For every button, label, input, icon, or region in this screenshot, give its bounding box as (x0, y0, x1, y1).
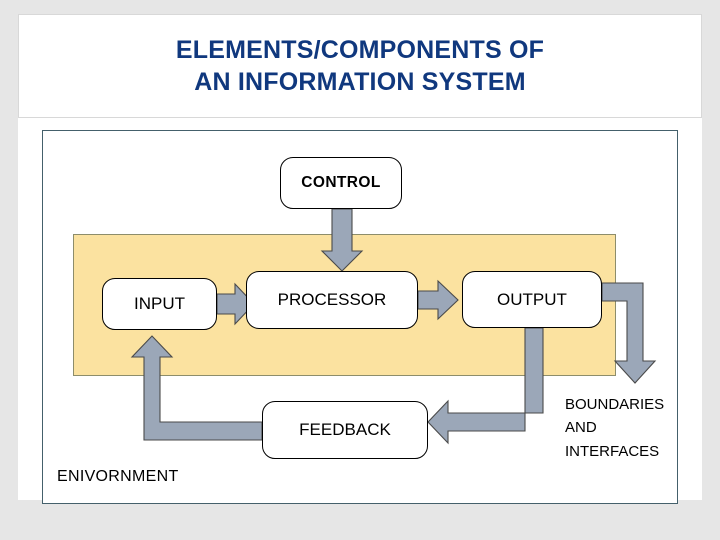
node-input-label: INPUT (134, 294, 185, 313)
page-edge-bottom (0, 500, 720, 540)
page-edge-top (0, 0, 720, 14)
arrow-output-to-feedback (427, 327, 544, 445)
node-control-label: CONTROL (301, 174, 381, 191)
information-system-diagram: CONTROL INPUT PROCESSOR OUTPUT FEEDBACK … (42, 130, 678, 504)
label-boundaries-and-interfaces: BOUNDARIES AND INTERFACES (565, 396, 665, 460)
node-control[interactable]: CONTROL (280, 157, 402, 209)
page-edge-left (0, 0, 18, 540)
connector-layer (130, 208, 657, 445)
page-edge-right (702, 0, 720, 540)
label-environment: ENIVORNMENT (57, 468, 179, 485)
arrow-feedback-to-input (130, 335, 263, 441)
arrow-processor-to-output (417, 279, 459, 321)
node-feedback[interactable]: FEEDBACK (262, 401, 428, 459)
arrow-output-to-boundaries (601, 282, 657, 384)
arrow-control-to-processor (320, 208, 364, 272)
node-processor[interactable]: PROCESSOR (246, 271, 418, 329)
page-title: ELEMENTS/COMPONENTS OF AN INFORMATION SY… (175, 36, 545, 96)
node-processor-label: PROCESSOR (277, 290, 387, 309)
node-output-label: OUTPUT (497, 289, 567, 309)
node-output[interactable]: OUTPUT (462, 271, 602, 328)
node-input[interactable]: INPUT (102, 278, 217, 330)
title-plate: ELEMENTS/COMPONENTS OF AN INFORMATION SY… (18, 14, 702, 118)
arrow-input-to-processor (216, 282, 255, 326)
node-feedback-label: FEEDBACK (299, 420, 391, 439)
